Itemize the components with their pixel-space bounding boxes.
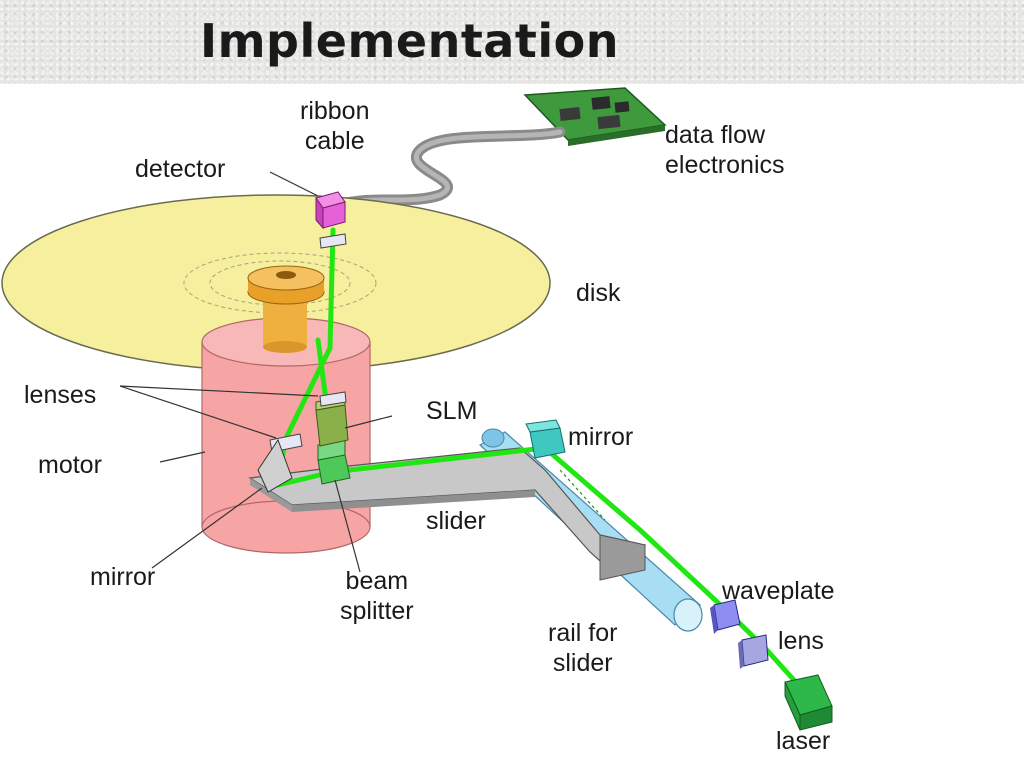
label-beam-splitter: beam splitter [340,567,414,625]
top-mirror [525,419,566,459]
leader-lines [119,171,393,573]
ribbon-cable [334,126,566,211]
beam-splitter [317,439,351,485]
label-ribbon-cable: ribbon cable [300,97,370,155]
label-disk: disk [576,279,621,307]
label-laser: laser [776,727,831,755]
lens-element [738,634,769,669]
diagram-drawing [1,87,833,731]
lenses [269,233,347,453]
label-motor: motor [38,451,102,479]
spindle-hub [247,265,325,353]
label-slm: SLM [426,397,478,425]
label-slider: slider [426,507,486,535]
label-mirror-top: mirror [568,423,634,451]
label-lens: lens [778,627,824,655]
laser-source [784,674,833,731]
waveplate [710,599,741,634]
label-data-flow-electronics: data flow electronics [665,121,785,179]
holographic-storage-diagram: ribbon cable data flow electronics detec… [0,84,1024,768]
lower-mirror [257,438,293,493]
label-waveplate: waveplate [722,577,835,605]
label-rail-for-slider: rail for slider [548,619,618,677]
title-bar: Implementation [0,0,1024,84]
label-lenses: lenses [24,381,97,409]
label-mirror-bottom: mirror [90,563,156,591]
detector [315,191,346,230]
page-title: Implementation [200,14,619,68]
label-detector: detector [135,155,226,183]
